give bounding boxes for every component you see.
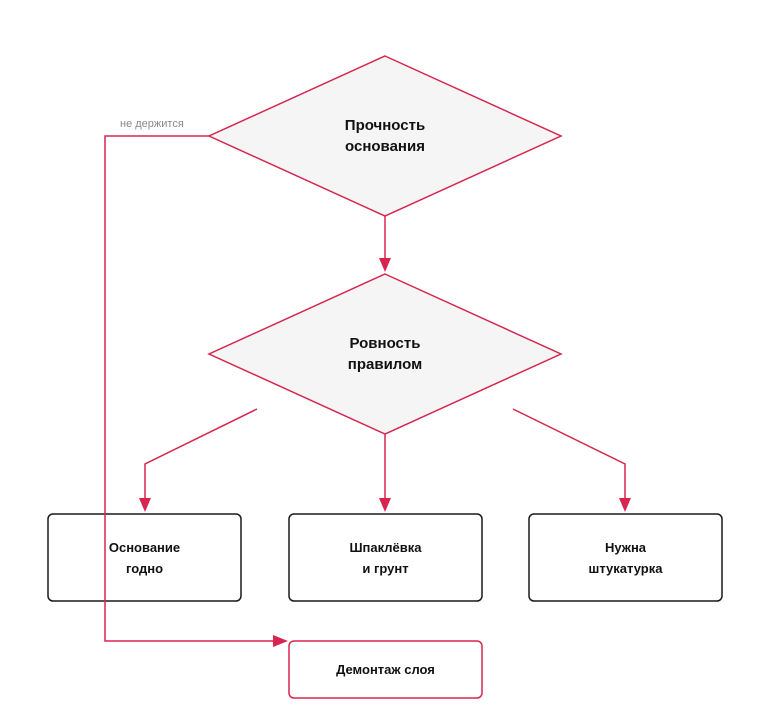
- arrowhead-plaster: [619, 498, 631, 512]
- arrowhead-good: [139, 498, 151, 512]
- arrowhead-flatness: [379, 258, 391, 272]
- box-putty-label: Шпаклёвка и грунт: [349, 539, 422, 576]
- edge-label-not-holding: не держится: [120, 118, 184, 130]
- edge-flatness-to-good: [144, 408, 258, 498]
- arrowhead-demolish: [273, 635, 288, 647]
- box-good-label: Основание годно: [108, 539, 181, 576]
- edge-strength-to-demolish: [104, 135, 273, 642]
- box-putty-shape: [288, 513, 483, 602]
- box-plaster-label: Нужна штукатурка: [588, 539, 663, 576]
- decision-flatness-label: Ровность правилом: [347, 335, 423, 373]
- box-demolish-shape: [288, 640, 483, 699]
- arrowhead-putty: [379, 498, 391, 512]
- box-plaster-shape: [528, 513, 723, 602]
- box-demolish-label: Демонтаж слоя: [336, 662, 435, 677]
- box-good-shape: [47, 513, 242, 602]
- edge-flatness-to-plaster: [512, 408, 626, 498]
- decision-strength-label: Прочность основания: [344, 117, 426, 155]
